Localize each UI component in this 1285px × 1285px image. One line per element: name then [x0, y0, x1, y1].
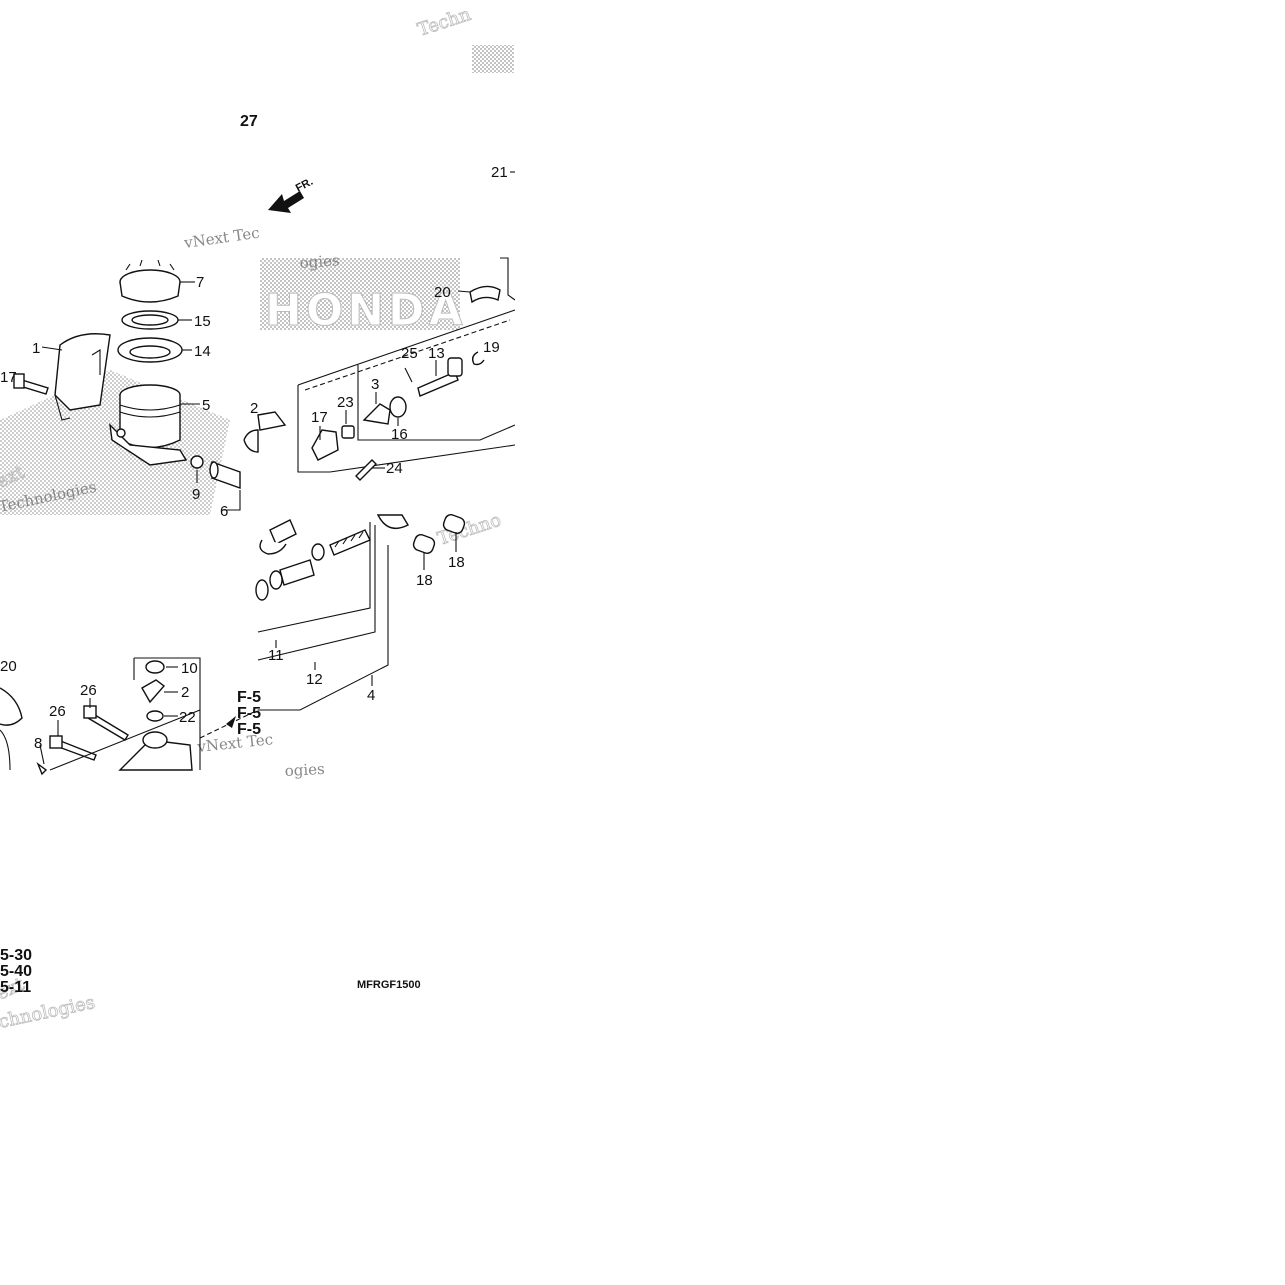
part-label: 19	[483, 339, 500, 356]
part-label: 3	[371, 376, 379, 393]
watermark-text: ogies	[284, 760, 325, 780]
part-label: 16	[391, 426, 408, 443]
part-label: 2	[250, 400, 258, 417]
front-marker-label: FR.	[294, 176, 315, 195]
part-number-labels: 27 21 7 15 14 1 17 5 9 6 2 20 25 13 19 3…	[0, 113, 508, 752]
part-label: 6	[220, 503, 228, 520]
part-label: 25	[401, 345, 418, 362]
part-label: 26	[80, 682, 97, 699]
reservoir-body	[109, 384, 188, 466]
part-label: 15	[194, 313, 211, 330]
part-label: 10	[181, 660, 198, 677]
master-cylinder	[0, 657, 259, 776]
hose-clip	[190, 455, 204, 469]
part-label: 20	[434, 284, 451, 301]
reservoir-cover	[54, 333, 111, 421]
part-label: 12	[306, 671, 323, 688]
part-label: 27	[240, 113, 258, 130]
watermark-text: Techn	[415, 4, 474, 41]
part-label: 9	[192, 486, 200, 503]
part-label: 2	[181, 684, 189, 701]
pushrod-kit-outline	[297, 309, 516, 473]
part-label: 5	[202, 397, 210, 414]
ref-code: 5-30	[0, 947, 32, 964]
watermark-text: vNext Tec	[182, 224, 261, 253]
watermark-text: ogies	[299, 251, 340, 272]
pushrod-parts	[243, 257, 516, 481]
reservoir-hose	[209, 461, 241, 489]
part-label: 17	[311, 409, 328, 426]
part-label: 23	[337, 394, 354, 411]
part-label: 4	[367, 687, 375, 704]
ref-code: F-5	[237, 689, 261, 706]
diaphragm-plate	[121, 310, 179, 330]
part-label: 1	[32, 340, 40, 357]
part-label: 24	[386, 460, 403, 477]
piston-kit	[255, 514, 466, 711]
part-label: 20	[0, 658, 17, 675]
ref-code: F-5	[237, 721, 261, 738]
part-label: 7	[196, 274, 204, 291]
diaphragm	[117, 337, 183, 363]
part-label: 18	[448, 554, 465, 571]
part-label: 11	[268, 647, 284, 664]
front-direction-arrow-icon: FR.	[268, 176, 315, 213]
part-label: 18	[416, 572, 433, 589]
ref-code: 5-11	[0, 979, 31, 996]
ref-code: F-5	[237, 705, 261, 722]
catalog-code: MFRGF1500	[357, 979, 421, 991]
part-label: 13	[428, 345, 445, 362]
part-label: 21	[491, 164, 508, 181]
bolt-left	[13, 373, 49, 395]
part-label: 17	[0, 369, 17, 386]
ref-code: 5-40	[0, 963, 32, 980]
leader-lines	[39, 171, 515, 765]
reservoir-cap	[119, 259, 181, 303]
reference-codes: F-5 F-5 F-5 5-30 5-40 5-11 MFRGF1500	[0, 689, 421, 996]
part-label: 8	[34, 735, 42, 752]
honda-logo-watermark: HONDA	[265, 285, 467, 336]
part-label: 22	[179, 709, 196, 726]
part-label: 14	[194, 343, 211, 360]
watermark-texts: Techn vNext Tec ogies Technologies ext c…	[0, 3, 504, 1033]
part-label: 26	[49, 703, 66, 720]
